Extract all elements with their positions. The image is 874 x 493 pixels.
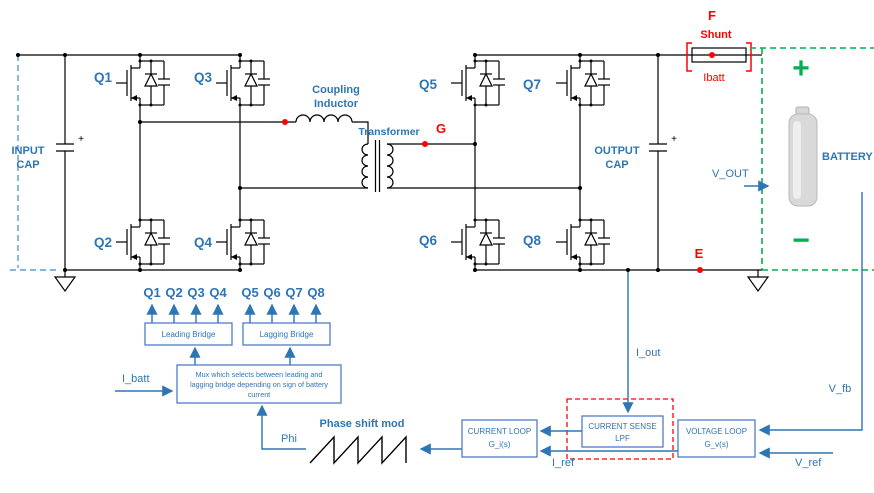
current-sense-label-line2: LPF bbox=[615, 434, 630, 443]
current-sense-box bbox=[581, 415, 664, 448]
gate-label-q3: Q3 bbox=[187, 285, 204, 300]
node-e-label: E bbox=[695, 246, 704, 261]
gate-label-q8: Q8 bbox=[307, 285, 324, 300]
battery-port bbox=[750, 47, 874, 271]
battery-icon bbox=[788, 106, 818, 207]
mosfet-q6 bbox=[450, 213, 506, 271]
phase-shift-mod-label: Phase shift mod bbox=[320, 418, 405, 430]
input-port-dashed-boundary bbox=[10, 55, 60, 271]
ground-icon bbox=[53, 270, 77, 293]
mosfet-q8 bbox=[555, 213, 611, 271]
voltage-loop-label-line1: VOLTAGE LOOP bbox=[686, 427, 747, 436]
vout-label: V_OUT bbox=[712, 168, 749, 180]
coupling-inductor-label-line1: Coupling bbox=[312, 84, 360, 96]
current-loop-label-line2: G_i(s) bbox=[489, 440, 511, 449]
mosfet-q5 bbox=[450, 54, 506, 112]
shunt-label: Shunt bbox=[700, 29, 731, 41]
iref-label: I_ref bbox=[552, 457, 575, 469]
output-cap-label-line1: OUTPUT bbox=[594, 145, 640, 157]
gate-signal-labels: Q1 Q2 Q3 Q4 Q5 Q6 Q7 Q8 bbox=[143, 285, 324, 300]
node-f-label: F bbox=[708, 8, 716, 23]
switch-label-q8: Q8 bbox=[523, 233, 542, 248]
battery-minus-label: − bbox=[792, 224, 810, 257]
sawtooth-waveform-icon bbox=[309, 435, 407, 465]
input-cap-label-line2: CAP bbox=[16, 159, 39, 171]
mosfet-q3 bbox=[215, 54, 271, 112]
phi-label: Phi bbox=[281, 433, 297, 445]
probe-node-dots bbox=[282, 52, 715, 273]
current-loop-label-line1: CURRENT LOOP bbox=[468, 427, 531, 436]
battery-plus-label: + bbox=[792, 52, 810, 85]
input-cap-polarity: + bbox=[78, 134, 84, 145]
mosfet-q2 bbox=[115, 213, 171, 271]
power-wires bbox=[18, 54, 762, 271]
input-cap-label-line1: INPUT bbox=[12, 145, 45, 157]
current-loop-box bbox=[461, 419, 538, 458]
mux-label-line1: Mux which selects between leading and bbox=[196, 370, 323, 379]
gate-label-q4: Q4 bbox=[209, 285, 227, 300]
gate-arrows bbox=[146, 303, 322, 323]
transformer-label: Transformer bbox=[358, 126, 419, 138]
ibatt-signal-label: I_batt bbox=[122, 373, 150, 385]
switch-label-q2: Q2 bbox=[94, 235, 112, 250]
current-sense-label-line1: CURRENT SENSE bbox=[588, 422, 656, 431]
voltage-loop-box bbox=[677, 419, 756, 458]
mosfet-q7 bbox=[555, 54, 611, 112]
leading-bridge-label: Leading Bridge bbox=[162, 330, 216, 339]
leading-bridge-box bbox=[144, 322, 233, 346]
gate-label-q5: Q5 bbox=[241, 285, 258, 300]
two-winding-transformer-icon bbox=[361, 140, 394, 192]
iout-label: I_out bbox=[636, 347, 660, 359]
mux-label-line3: current bbox=[248, 390, 270, 399]
mux-box bbox=[176, 364, 342, 404]
vfb-arrow bbox=[758, 192, 863, 436]
mux-label-line2: lagging bridge depending on sign of batt… bbox=[190, 380, 328, 389]
gate-label-q2: Q2 bbox=[165, 285, 182, 300]
ibatt-label: Ibatt bbox=[703, 72, 724, 84]
switch-label-q3: Q3 bbox=[194, 70, 213, 85]
vref-label: V_ref bbox=[795, 457, 822, 469]
switch-label-q1: Q1 bbox=[94, 70, 113, 85]
vfb-label: V_fb bbox=[829, 383, 852, 395]
mosfet-q1 bbox=[115, 54, 171, 112]
voltage-loop-label-line2: G_v(s) bbox=[705, 440, 729, 449]
phi-to-mux-arrow bbox=[256, 404, 306, 450]
shunt-resistor-icon bbox=[686, 42, 752, 72]
coupling-inductor-label-line2: Inductor bbox=[314, 98, 359, 110]
junction-dots bbox=[16, 53, 660, 272]
output-cap-polarity: + bbox=[671, 134, 677, 145]
mosfet-q4 bbox=[215, 213, 271, 271]
lagging-bridge-label: Lagging Bridge bbox=[260, 330, 314, 339]
ground-icon bbox=[746, 270, 770, 293]
node-g-label: G bbox=[436, 121, 446, 136]
switch-label-q5: Q5 bbox=[419, 77, 438, 92]
gate-label-q1: Q1 bbox=[143, 285, 160, 300]
inductor-coil-icon bbox=[295, 114, 353, 123]
battery-label: BATTERY bbox=[822, 151, 873, 163]
switch-label-q6: Q6 bbox=[419, 233, 438, 248]
switch-label-q4: Q4 bbox=[194, 235, 213, 250]
switch-label-q7: Q7 bbox=[523, 77, 541, 92]
gate-label-q7: Q7 bbox=[285, 285, 302, 300]
current-sense-highlight-box bbox=[566, 398, 674, 460]
gate-label-q6: Q6 bbox=[263, 285, 280, 300]
lagging-bridge-box bbox=[242, 322, 331, 346]
output-cap-label-line2: CAP bbox=[605, 159, 628, 171]
